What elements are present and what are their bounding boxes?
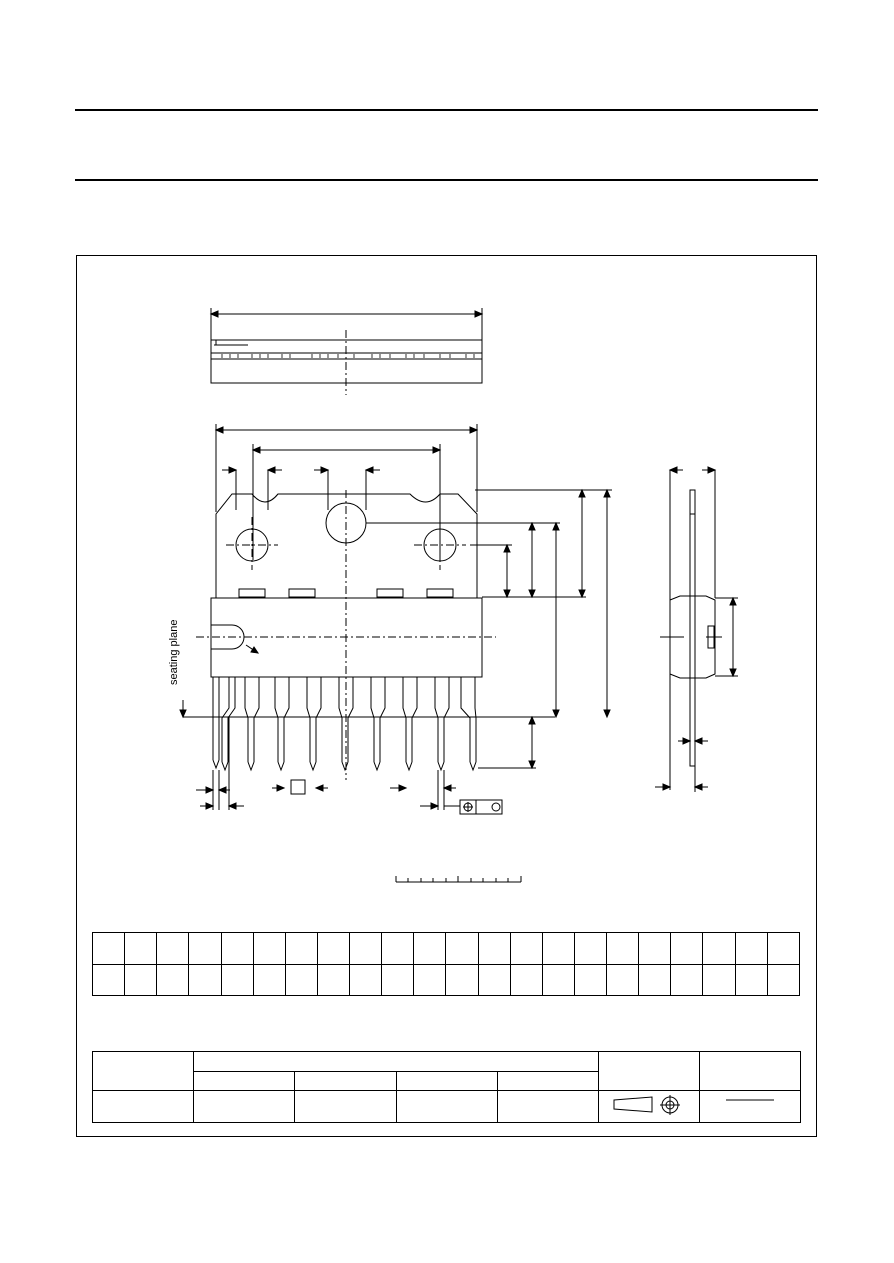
table-row (91, 932, 801, 965)
reference-col-4 (497, 1071, 599, 1091)
table-cell (316, 932, 351, 965)
header-rule-bottom (75, 179, 818, 181)
table-cell (509, 932, 543, 965)
table-cell (284, 963, 318, 996)
table-row (92, 1090, 801, 1123)
table-cell (220, 963, 254, 996)
side-view (655, 466, 738, 792)
top-view (209, 308, 484, 395)
table-cell (348, 932, 383, 965)
issue-date-cell (699, 1090, 801, 1123)
outline-version-header (92, 1051, 194, 1091)
table-cell (445, 932, 479, 965)
issue-date-header (699, 1051, 801, 1091)
reference-col-2 (294, 1071, 397, 1091)
table-cell (348, 963, 383, 996)
reference-cell-2 (294, 1090, 397, 1123)
table-cell (252, 963, 286, 996)
seating-plane-label: seating plane (168, 619, 180, 685)
top-view-hatching (221, 354, 475, 358)
table-cell (381, 932, 415, 965)
reference-col-1 (193, 1071, 295, 1091)
scale-bar (395, 876, 522, 883)
table-cell (124, 932, 158, 965)
projection-cell (598, 1090, 700, 1123)
table-cell (638, 932, 672, 965)
table-cell (445, 963, 479, 996)
table-cell (638, 963, 672, 996)
table-cell (188, 963, 222, 996)
reference-cell-4 (497, 1090, 599, 1123)
dimensions-table (91, 932, 801, 996)
table-cell (541, 932, 575, 965)
reference-col-3 (396, 1071, 498, 1091)
table-cell (188, 932, 222, 965)
outline-version-cell (92, 1090, 194, 1123)
table-cell (284, 932, 318, 965)
tolerance-frame (459, 799, 503, 815)
table-cell (734, 963, 768, 996)
table-cell (316, 963, 351, 996)
table-cell (734, 932, 768, 965)
table-cell (605, 963, 640, 996)
front-view (179, 424, 612, 815)
table-cell (252, 932, 286, 965)
table-cell (605, 932, 640, 965)
table-cell (91, 963, 126, 996)
table-row (91, 963, 801, 996)
header-rule-top (75, 109, 818, 111)
table-cell (124, 963, 158, 996)
table-cell (91, 932, 126, 965)
table-cell (670, 932, 704, 965)
table-cell (702, 932, 736, 965)
outline-references-table (92, 1051, 801, 1123)
table-cell (573, 963, 608, 996)
table-cell (766, 963, 801, 996)
references-header (193, 1051, 599, 1072)
table-row (93, 1071, 801, 1091)
reference-cell-3 (396, 1090, 498, 1123)
table-cell (541, 963, 575, 996)
table-cell (477, 963, 511, 996)
table-cell (156, 963, 190, 996)
package-outline-frame (76, 255, 817, 1137)
table-cell (413, 963, 447, 996)
lead-pins (212, 677, 477, 772)
table-row (92, 1051, 801, 1091)
table-cell (381, 963, 415, 996)
table-cell (413, 932, 447, 965)
table-cell (702, 963, 736, 996)
table-cell (766, 932, 801, 965)
projection-header (598, 1051, 700, 1091)
table-cell (156, 932, 190, 965)
table-cell (573, 932, 608, 965)
table-cell (670, 963, 704, 996)
table-cell (509, 963, 543, 996)
table-cell (477, 932, 511, 965)
table-cell (220, 932, 254, 965)
reference-cell-1 (193, 1090, 295, 1123)
